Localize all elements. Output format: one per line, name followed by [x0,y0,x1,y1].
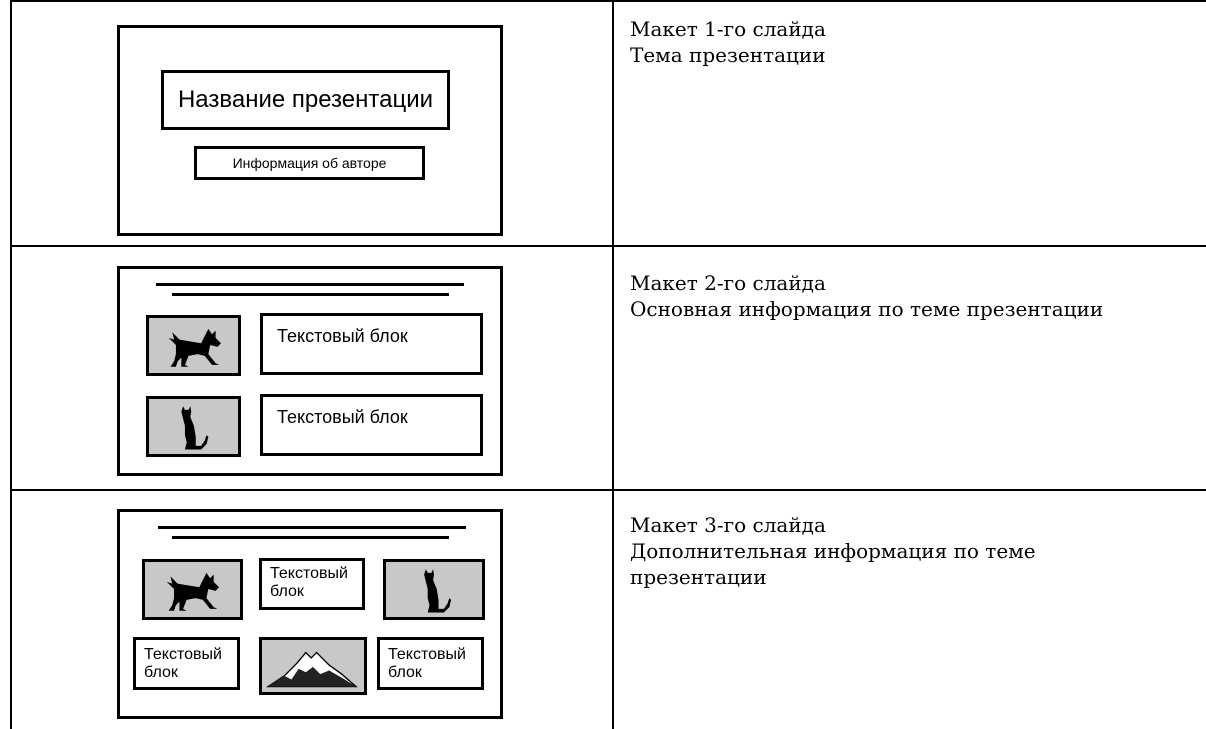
dog-picture [142,559,243,620]
slide-3-text-line2: презентации [630,565,767,589]
row-divider-2 [10,489,1206,491]
slide-1-text: Тема презентации [630,43,826,67]
text-block-left: Текстовый блок [133,637,240,690]
presentation-title-box: Название презентации [161,70,450,130]
text-block-right-label: Текстовый блок [388,646,466,681]
slide-1-layout: Название презентации Информация об автор… [117,25,503,236]
title-line-1 [158,526,466,529]
title-line-2 [172,293,449,296]
slide-3-heading: Макет 3-го слайда [630,513,826,537]
author-info-text: Информация об авторе [232,155,387,171]
title-line-2 [172,536,449,539]
text-block-top: Текстовый блок [259,558,365,610]
table-left-border [10,0,12,729]
text-block-2: Текстовый блок [260,394,483,456]
cat-picture [146,396,241,457]
dog-icon [168,328,221,367]
cat-icon [181,406,209,450]
slide-3-description: Макет 3-го слайда Дополнительная информа… [630,512,1200,590]
text-block-1-label: Текстовый блок [277,326,408,346]
slide-2-description: Макет 2-го слайда Основная информация по… [630,270,1200,322]
row-divider-1 [10,245,1206,247]
title-line-1 [156,283,464,286]
text-block-right: Текстовый блок [377,637,484,690]
slide-1-heading: Макет 1-го слайда [630,17,826,41]
column-divider [612,0,614,729]
text-block-1: Текстовый блок [260,313,483,375]
mountain-icon [265,651,358,688]
presentation-title-text: Название презентации [177,86,434,113]
dog-icon [166,572,220,611]
slide-3-text-line1: Дополнительная информация по теме [630,539,1036,563]
slide-2-text: Основная информация по теме презентации [630,297,1104,321]
text-block-2-label: Текстовый блок [277,407,408,427]
text-block-left-label: Текстовый блок [144,646,222,681]
text-block-top-label: Текстовый блок [270,565,348,600]
slide-1-description: Макет 1-го слайда Тема презентации [630,16,1200,68]
cat-icon [424,569,452,613]
author-info-box: Информация об авторе [194,146,425,180]
table-top-border [10,0,1206,2]
slide-3-layout: Текстовый блок Текстовый блок Текстовый … [117,509,503,719]
dog-picture [146,315,241,376]
cat-picture [383,559,485,620]
slide-2-heading: Макет 2-го слайда [630,271,826,295]
mountain-picture [259,637,367,695]
slide-2-layout: Текстовый блок Текстовый блок [117,266,503,476]
